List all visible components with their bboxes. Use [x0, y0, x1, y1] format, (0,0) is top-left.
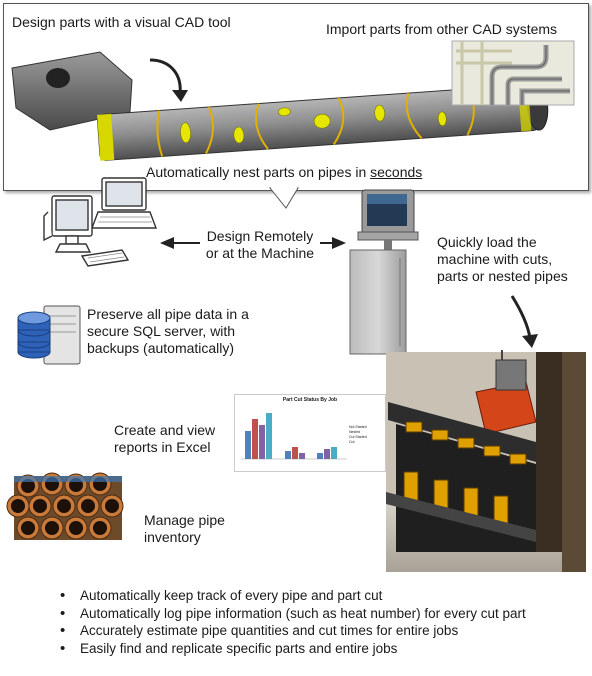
- sql-server-icon: [17, 305, 81, 365]
- legend-cut: Cut: [349, 440, 355, 444]
- preserve-line1: Preserve all pipe data in a: [87, 306, 249, 322]
- nest-caption: Automatically nest parts on pipes in sec…: [146, 164, 422, 181]
- quick-load-line1: Quickly load the: [437, 234, 537, 250]
- bubble-tail: [268, 187, 299, 209]
- quick-load-text: Quickly load the machine with cuts, part…: [437, 234, 568, 285]
- preserve-line3: backups (automatically): [87, 340, 235, 356]
- legend-not-started: Not Started: [349, 425, 367, 429]
- inventory-line1: Manage pipe: [144, 512, 225, 528]
- load-arrow: [510, 295, 538, 348]
- reports-line2: reports in Excel: [114, 439, 211, 455]
- nest-caption-link[interactable]: seconds: [370, 164, 423, 180]
- mini-chart-title: Part Cut Status By Job: [282, 397, 338, 403]
- inventory-line2: inventory: [144, 529, 201, 545]
- design-remotely-text: Design Remotely or at the Machine: [200, 228, 320, 262]
- feature-bullet-list: Automatically keep track of every pipe a…: [60, 587, 526, 657]
- design-remotely-line2: or at the Machine: [205, 245, 315, 261]
- pipe-stack-photo: [6, 472, 124, 540]
- design-caption: Design parts with a visual CAD tool: [12, 14, 231, 30]
- cad-pipe-illustration: [11, 51, 549, 161]
- reports-line1: Create and view: [114, 422, 216, 438]
- machine-terminal-icon: [349, 189, 419, 355]
- import-caption: Import parts from other CAD systems: [326, 21, 558, 37]
- pipe-cutting-machine-photo: [386, 350, 586, 572]
- nest-caption-text: Automatically nest parts on pipes in: [146, 164, 371, 180]
- imported-cad-illustration: [451, 40, 575, 106]
- remote-computers-icon: [43, 177, 158, 267]
- reports-text: Create and view reports in Excel: [114, 422, 215, 456]
- bullet-item: Automatically keep track of every pipe a…: [60, 587, 526, 605]
- inventory-text: Manage pipe inventory: [144, 512, 225, 546]
- preserve-line2: secure SQL server, with: [87, 323, 236, 339]
- bullet-item: Automatically log pipe information (such…: [60, 605, 526, 623]
- bullet-item: Accurately estimate pipe quantities and …: [60, 622, 526, 640]
- legend-cut-started: Cut Started: [349, 435, 367, 439]
- preserve-text: Preserve all pipe data in a secure SQL s…: [87, 306, 249, 357]
- bullet-item: Easily find and replicate specific parts…: [60, 640, 526, 658]
- mini-chart-legend: Not Started Nested Cut Started Cut: [349, 425, 367, 445]
- mini-report-chart: Part Cut Status By Job Not Started Neste…: [234, 394, 386, 472]
- mini-chart-bars: [241, 413, 347, 460]
- quick-load-line2: machine with cuts,: [437, 251, 553, 267]
- legend-nested: Nested: [349, 430, 361, 434]
- design-remotely-line1: Design Remotely: [206, 228, 314, 244]
- quick-load-line3: parts or nested pipes: [437, 268, 568, 284]
